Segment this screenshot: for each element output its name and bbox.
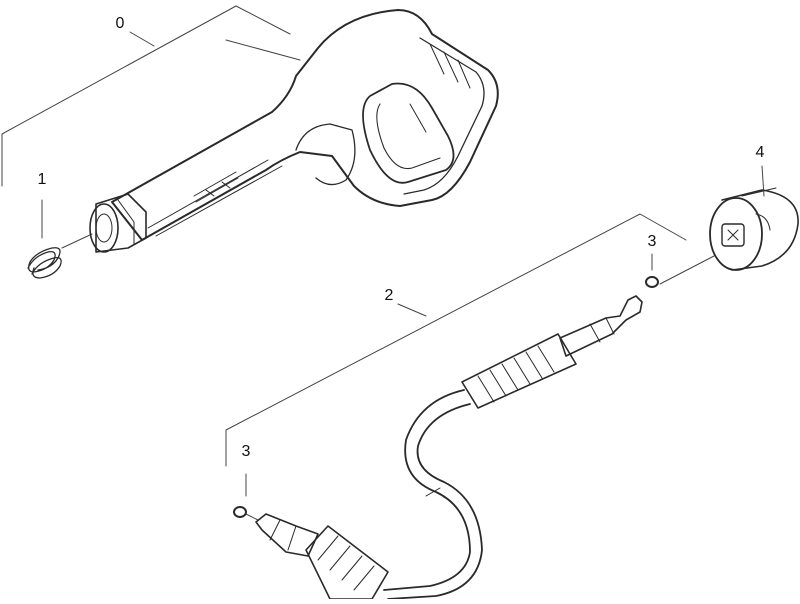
- callout-label-1: 1: [37, 171, 47, 188]
- callout-label-3-top: 3: [647, 233, 657, 250]
- callout-label-3-bottom: 3: [241, 443, 251, 460]
- spring-part: [27, 247, 62, 279]
- callout-label-2: 2: [384, 287, 394, 304]
- callout-label-4: 4: [755, 144, 765, 161]
- coupling-part: [709, 187, 799, 271]
- o-ring-bottom-part: [233, 506, 247, 518]
- hose-part: [255, 295, 643, 600]
- trigger-gun-part: [89, 9, 499, 253]
- callout-label-0: 0: [115, 15, 125, 32]
- leader-lines: [1, 5, 765, 521]
- o-ring-top-part: [645, 276, 659, 288]
